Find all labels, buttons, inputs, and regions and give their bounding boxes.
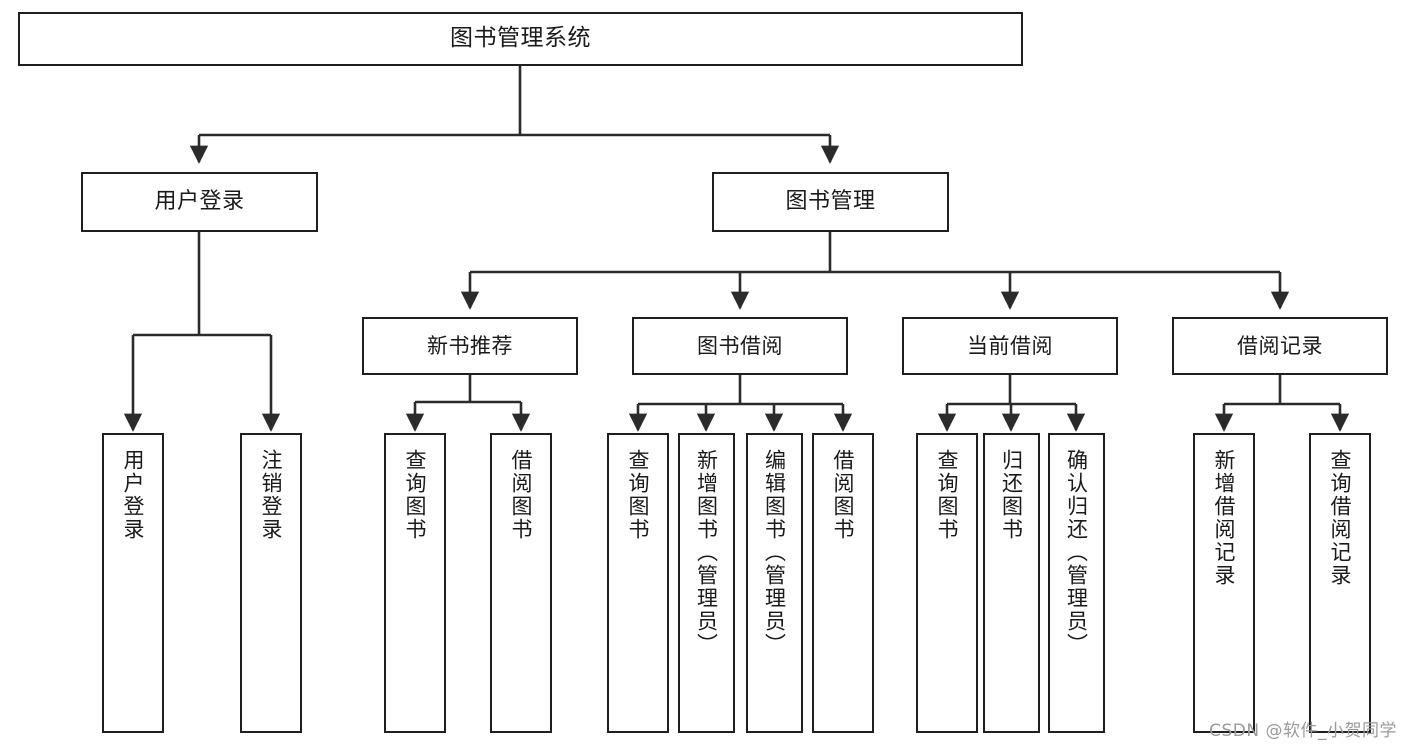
node-current-borrow[interactable]: 当前借阅	[902, 317, 1118, 375]
leaf-query-borrow-record[interactable]: 查询借阅记录	[1309, 433, 1371, 733]
node-new-book-recommend-label: 新书推荐	[427, 333, 513, 358]
node-book-management-label: 图书管理	[785, 189, 876, 215]
leaf-query-book-current[interactable]: 查询图书	[916, 433, 978, 733]
leaf-confirm-return-admin[interactable]: 确认归还（管理员）	[1048, 433, 1105, 733]
leaf-query-book-recommend[interactable]: 查询图书	[384, 433, 446, 733]
leaf-user-login[interactable]: 用户登录	[102, 433, 164, 733]
node-borrow-record[interactable]: 借阅记录	[1172, 317, 1388, 375]
node-user-login-label: 用户登录	[154, 189, 245, 215]
leaf-add-book-admin-label: 新增图书（管理员）	[694, 449, 719, 656]
node-book-borrow[interactable]: 图书借阅	[632, 317, 848, 375]
leaf-borrow-book-recommend[interactable]: 借阅图书	[490, 433, 552, 733]
node-user-login[interactable]: 用户登录	[81, 172, 318, 232]
leaf-query-book-recommend-label: 查询图书	[403, 449, 428, 541]
node-book-borrow-label: 图书借阅	[697, 333, 783, 358]
leaf-logout-login[interactable]: 注销登录	[240, 433, 302, 733]
leaf-borrow-book-borrow-label: 借阅图书	[831, 449, 856, 541]
leaf-edit-book-admin-label: 编辑图书（管理员）	[762, 449, 787, 656]
watermark-text: CSDN @软件_小贺同学	[1209, 721, 1397, 741]
leaf-query-borrow-record-label: 查询借阅记录	[1328, 449, 1353, 587]
leaf-borrow-book-recommend-label: 借阅图书	[509, 449, 534, 541]
leaf-query-book-current-label: 查询图书	[935, 449, 960, 541]
node-root[interactable]: 图书管理系统	[18, 12, 1023, 66]
leaf-return-book-label: 归还图书	[999, 449, 1024, 541]
leaf-confirm-return-admin-label: 确认归还（管理员）	[1064, 449, 1089, 656]
leaf-return-book[interactable]: 归还图书	[983, 433, 1040, 733]
leaf-query-book-borrow-label: 查询图书	[626, 449, 651, 541]
node-root-label: 图书管理系统	[450, 25, 591, 52]
leaf-borrow-book-borrow[interactable]: 借阅图书	[812, 433, 874, 733]
leaf-user-login-label: 用户登录	[121, 449, 146, 541]
leaf-add-borrow-record[interactable]: 新增借阅记录	[1193, 433, 1255, 733]
leaf-query-book-borrow[interactable]: 查询图书	[607, 433, 669, 733]
leaf-add-book-admin[interactable]: 新增图书（管理员）	[678, 433, 735, 733]
node-borrow-record-label: 借阅记录	[1237, 333, 1323, 358]
leaf-edit-book-admin[interactable]: 编辑图书（管理员）	[746, 433, 803, 733]
node-current-borrow-label: 当前借阅	[967, 333, 1053, 358]
leaf-add-borrow-record-label: 新增借阅记录	[1212, 449, 1237, 587]
leaf-logout-login-label: 注销登录	[259, 449, 284, 541]
node-book-management[interactable]: 图书管理	[712, 172, 949, 232]
node-new-book-recommend[interactable]: 新书推荐	[362, 317, 578, 375]
